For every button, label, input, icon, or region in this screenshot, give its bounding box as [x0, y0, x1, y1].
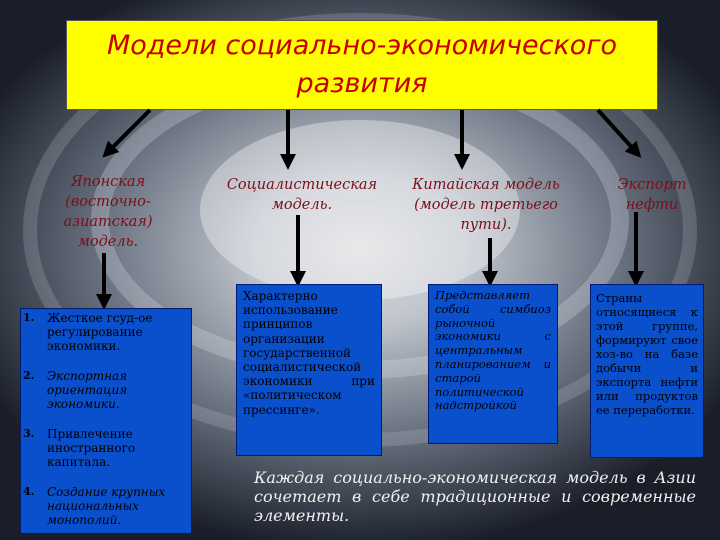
list-item-number: 3. — [23, 427, 35, 440]
model-label-socialist: Социалистическая модель. — [226, 177, 378, 213]
socialist-model-text: Характерно использование принципов орган… — [243, 289, 375, 417]
list-item-number: 1. — [23, 311, 35, 324]
title-box: Модели социально-экономического развития — [66, 20, 658, 110]
oil-model-text: Страны относящиеся к этой группе, формир… — [596, 291, 698, 417]
socialist-model-box: Характерно использование принципов орган… — [236, 284, 382, 456]
model-label-chinese: Китайская модель (модель третьего пути). — [412, 177, 560, 233]
arrow-to-japanese — [102, 108, 152, 158]
list-item-text: Создание крупных национальных монополий. — [47, 485, 166, 528]
list-item-text: Привлечение иностранного капитала. — [47, 427, 136, 470]
list-item-number: 4. — [23, 485, 35, 498]
list-item-number: 2. — [23, 369, 35, 382]
model-label-oil: Экспорт нефти — [617, 177, 687, 213]
oil-model-box: Страны относящиеся к этой группе, формир… — [590, 284, 704, 458]
footer-statement: Каждая социально-экономическая модель в … — [254, 468, 696, 525]
chinese-model-text: Представляет собой симбиоз рыночной экон… — [435, 288, 551, 413]
chinese-model-box: Представляет собой симбиоз рыночной экон… — [428, 284, 558, 444]
arrow-to-oil — [596, 108, 642, 158]
page-title: Модели социально-экономического развития — [106, 30, 618, 99]
list-item-text: Экспортная ориентация экономики. — [47, 369, 128, 412]
model-label-japanese: Японская (восточно-азиатская) модель. — [63, 174, 153, 250]
list-item-text: Жесткое гсуд-ое регулирование экономики. — [47, 311, 153, 354]
japanese-model-box: 1. Жесткое гсуд-ое регулирование экономи… — [20, 308, 192, 534]
